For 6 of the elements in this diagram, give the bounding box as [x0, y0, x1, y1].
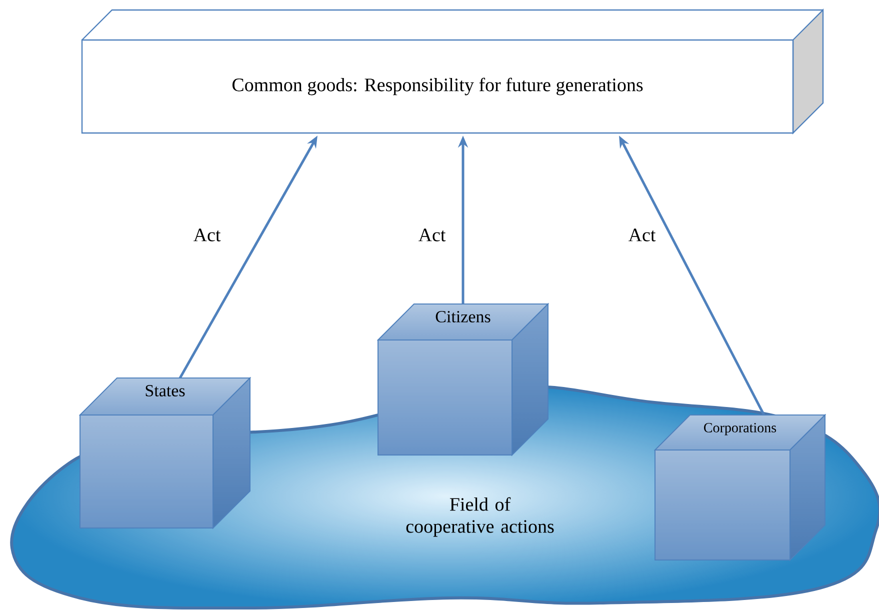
edge-label: Act	[418, 228, 446, 242]
node-label: Citizens	[436, 310, 490, 322]
node-label: Corporations	[704, 422, 776, 436]
edge-label: Act	[628, 228, 656, 242]
node-label: States	[146, 384, 185, 396]
edge-label: Act	[193, 228, 221, 242]
